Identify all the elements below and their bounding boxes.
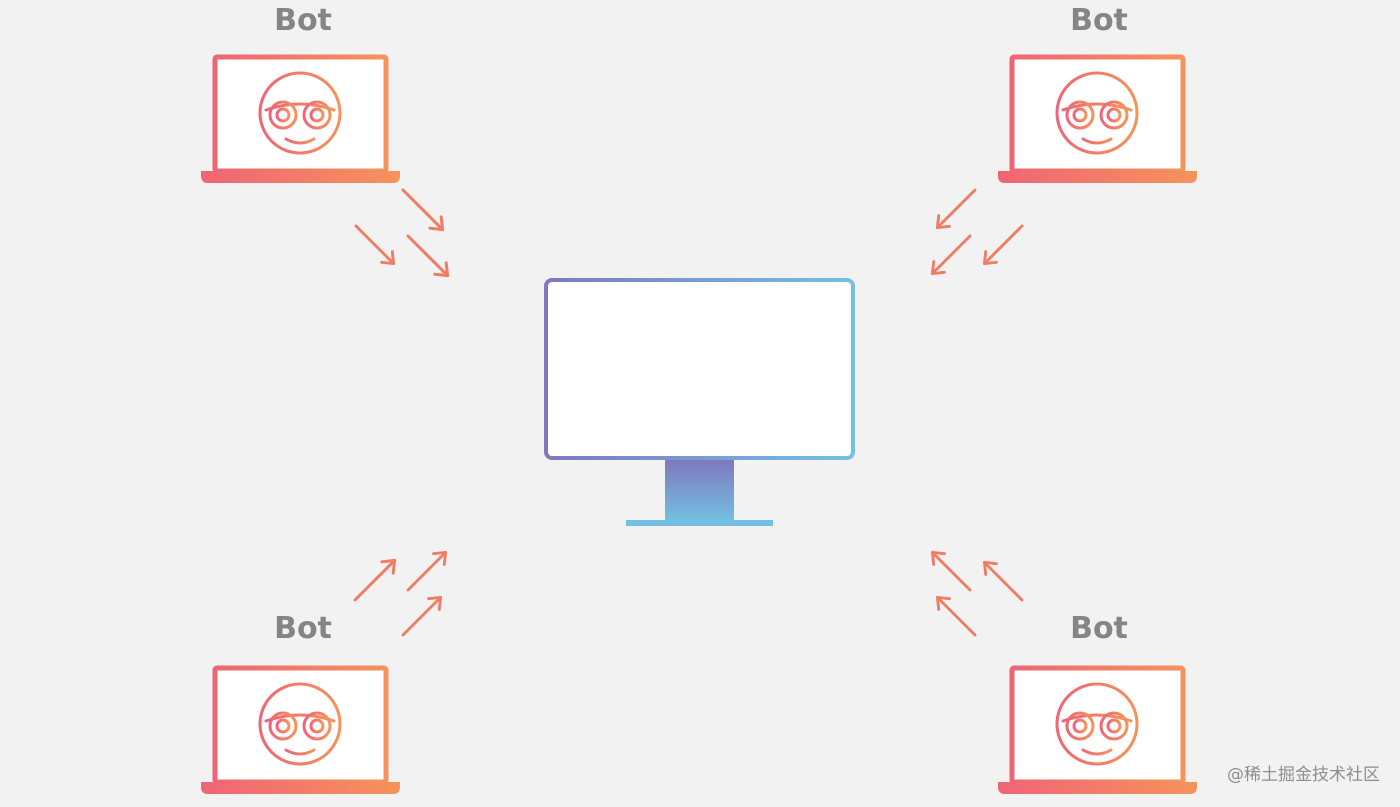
- laptop-robot-icon: [201, 57, 400, 183]
- laptop-robot-icon: [201, 668, 400, 794]
- target-monitor: [544, 278, 855, 526]
- bot-laptop-top-right: [998, 57, 1197, 183]
- arrow-icon: [930, 183, 982, 235]
- arrow-icon: [977, 219, 1029, 271]
- arrow-icon: [401, 545, 453, 597]
- bot-laptop-bottom-right: [998, 668, 1197, 794]
- bot-laptop-top-left: [201, 57, 400, 183]
- arrow-icon: [925, 545, 977, 597]
- arrow-icon: [395, 182, 450, 237]
- arrow-icon: [400, 228, 455, 283]
- laptop-robot-icon: [998, 668, 1197, 794]
- bot-label-top-left: Bot: [274, 3, 332, 38]
- arrow-icon: [349, 219, 401, 271]
- arrow-icon: [930, 590, 982, 642]
- traffic-arrows-bottom-right: [925, 545, 1029, 642]
- traffic-arrows-top-left: [349, 182, 455, 283]
- watermark: @稀土掘金技术社区: [1227, 765, 1380, 785]
- arrow-icon: [925, 229, 977, 281]
- bot-laptop-bottom-left: [201, 668, 400, 794]
- arrow-icon: [347, 553, 402, 608]
- traffic-arrows-top-right: [925, 183, 1029, 281]
- bot-label-top-right: Bot: [1070, 3, 1128, 38]
- arrow-icon: [396, 590, 448, 642]
- bot-label-bottom-left: Bot: [274, 611, 332, 646]
- desktop-monitor-icon: [544, 278, 855, 460]
- arrow-icon: [977, 555, 1029, 607]
- laptop-robot-icon: [998, 57, 1197, 183]
- bot-label-bottom-right: Bot: [1070, 611, 1128, 646]
